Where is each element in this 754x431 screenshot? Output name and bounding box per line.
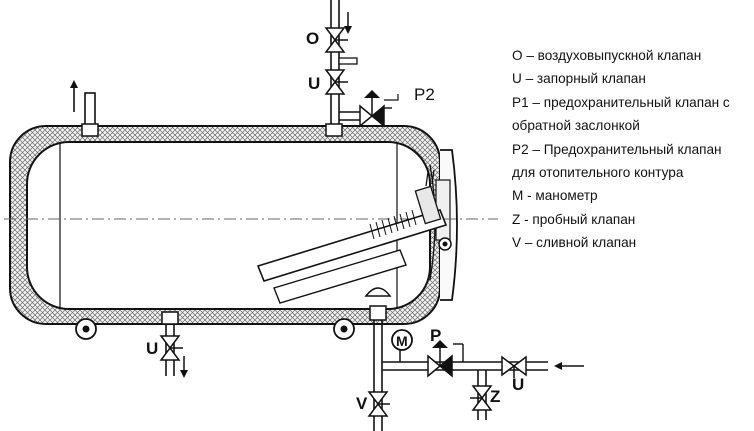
bottom-left-outlet xyxy=(159,311,188,378)
legend-line: O – воздуховыпускной клапан xyxy=(512,48,702,63)
drain-valve-v xyxy=(367,391,390,417)
label-o: O xyxy=(306,29,319,48)
manometer-m xyxy=(391,329,413,362)
legend: O – воздуховыпускной клапан U – запорный… xyxy=(512,44,752,255)
top-connection-assembly xyxy=(324,0,399,137)
mounting-feet xyxy=(75,318,355,340)
legend-line: P2 – Предохранительный клапан xyxy=(512,141,722,157)
shutoff-valve-u-right xyxy=(501,355,527,378)
label-u-right: U xyxy=(512,375,524,394)
legend-line: V – сливной клапан xyxy=(512,235,637,251)
legend-line: P1 – предохранительный клапан с xyxy=(512,94,730,110)
air-vent-valve-o xyxy=(324,27,348,53)
cold-water-inlet-network xyxy=(364,287,584,431)
safety-valve-p2 xyxy=(359,90,385,128)
inner-vessel xyxy=(26,141,431,310)
safety-valve-p xyxy=(427,340,464,378)
test-valve-z xyxy=(470,385,493,411)
legend-line: обратной заслонкой xyxy=(512,118,640,134)
label-z: Z xyxy=(490,387,500,406)
label-u-top: U xyxy=(308,74,320,93)
heating-element xyxy=(256,169,448,304)
hot-water-outlet xyxy=(70,80,99,137)
legend-line: для отопительного контура xyxy=(512,165,684,181)
label-v: V xyxy=(356,394,368,413)
legend-line: Z - пробный клапан xyxy=(512,211,636,227)
label-p2: P2 xyxy=(414,85,435,104)
legend-line: M - манометр xyxy=(512,188,598,204)
shutoff-valve-u-bottom xyxy=(159,335,183,361)
label-u-bottom: U xyxy=(146,339,158,358)
label-m: M xyxy=(396,333,408,349)
legend-line: U – запорный клапан xyxy=(512,71,646,87)
shutoff-valve-u-top xyxy=(324,69,348,95)
label-p: P xyxy=(430,326,441,345)
